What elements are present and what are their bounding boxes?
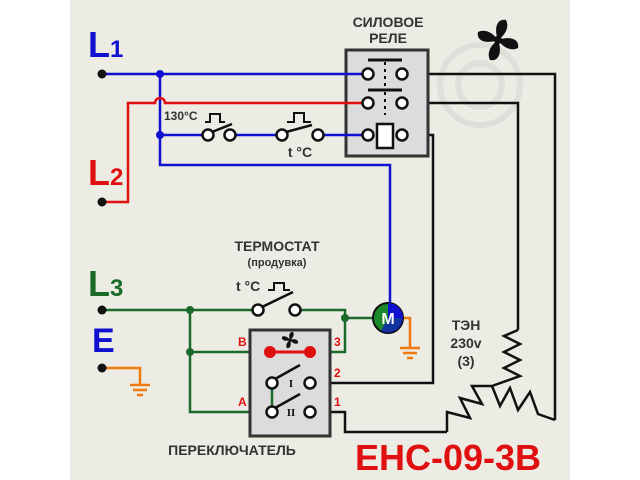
thermal-switches (201, 112, 325, 142)
relay-title-2: РЕЛЕ (369, 30, 407, 46)
model-title: ЕНС-09-3В (355, 437, 541, 478)
relay-terminals (361, 67, 409, 142)
terminal-1-label: 1 (334, 395, 341, 409)
ground-wires (102, 316, 420, 397)
watermark-gear-icon (437, 42, 523, 128)
heater-label-1: ТЭН (452, 317, 481, 333)
red-wire (102, 96, 368, 204)
relay-title-1: СИЛОВОЕ (353, 14, 424, 30)
l1-label: L1 (88, 24, 123, 65)
l3-label: L3 (88, 263, 123, 304)
terminal-b-label: B (238, 335, 247, 349)
selector-title: ПЕРЕКЛЮЧАТЕЛЬ (168, 442, 296, 458)
motor-label: M (381, 311, 394, 328)
thermostat-label: t °C (288, 144, 312, 160)
selector-fan-icon (281, 331, 299, 349)
overheat-label: 130°C (164, 109, 198, 123)
fan-thermostat-switch (251, 282, 302, 317)
terminal-2-label: 2 (334, 366, 341, 380)
earth-label: E (92, 322, 115, 360)
heater-label-2: 230v (450, 335, 481, 351)
supply-terminals (97, 69, 107, 373)
fan-thermostat-label: t °C (236, 278, 260, 294)
motor: M (372, 302, 404, 334)
heater-label-3: (3) (457, 353, 474, 369)
junction-dots (156, 70, 349, 356)
relay-coil (375, 122, 395, 150)
position-1-label: I (289, 378, 293, 390)
terminal-3-label: 3 (334, 335, 341, 349)
blue-wires (102, 72, 392, 305)
l2-label: L2 (88, 152, 123, 193)
heater-element (445, 328, 556, 432)
thermostat-title: ТЕРМОСТАТ (235, 238, 320, 254)
position-2-label: II (287, 407, 296, 419)
fan-icon (477, 19, 519, 61)
terminal-a-label: A (238, 395, 247, 409)
selector-switch: I II (248, 328, 332, 438)
thermostat-subtitle: (продувка) (248, 257, 307, 269)
